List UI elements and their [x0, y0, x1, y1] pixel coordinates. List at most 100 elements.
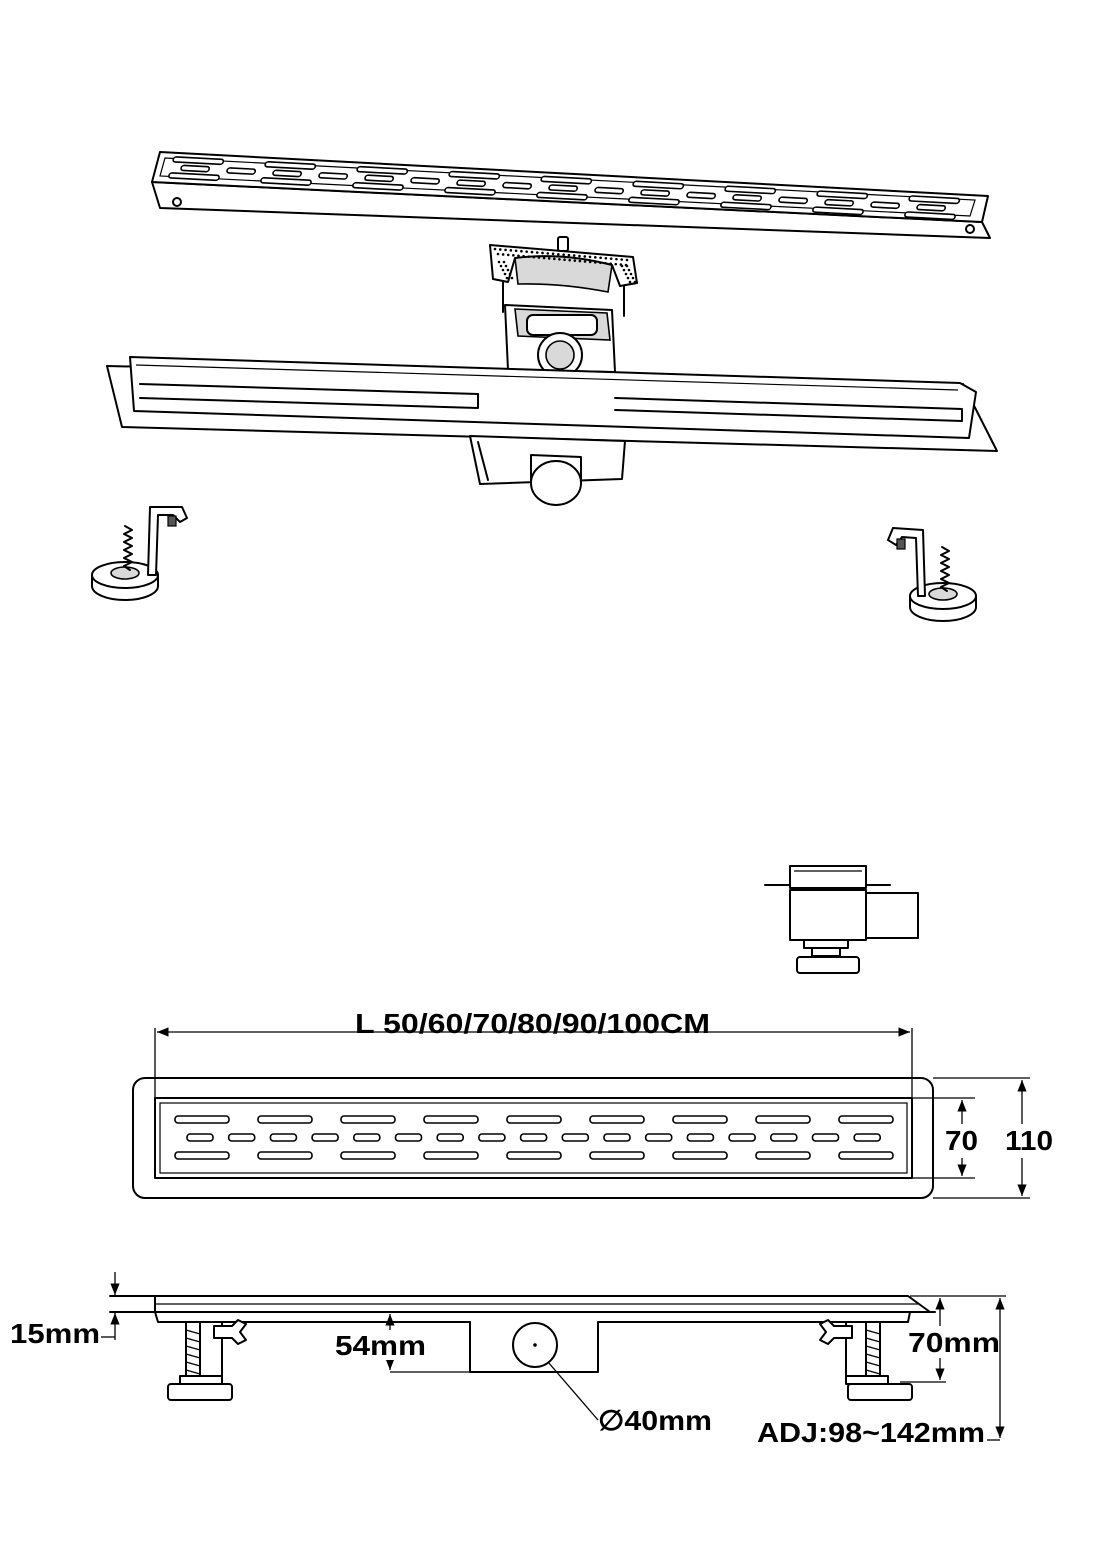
grate-profile	[789, 865, 867, 889]
grate-slot-long	[589, 1151, 645, 1160]
strainer-hole	[599, 256, 602, 260]
grate-slot-short	[186, 1133, 214, 1142]
grate-slot-short	[311, 1133, 339, 1142]
leg-collar	[179, 1375, 223, 1385]
grate-slot-short	[640, 189, 671, 197]
grate-slot-long	[174, 1151, 230, 1160]
outlet-center-mark	[533, 1343, 537, 1347]
strainer-hole	[633, 280, 637, 284]
outlet-height-label: 54mm	[335, 1330, 426, 1361]
grate-inner-border	[159, 1102, 908, 1174]
grate-slot-short	[519, 1133, 548, 1142]
strainer-hole	[493, 247, 497, 251]
strainer-hole	[572, 254, 576, 257]
outlet-diameter-label: ∅40mm	[598, 1405, 712, 1436]
body-height-label: 70mm	[908, 1327, 1000, 1358]
side-view-small	[764, 865, 919, 974]
strainer-hole	[508, 272, 512, 276]
grate-slot-long	[589, 1115, 645, 1124]
strainer-hole	[622, 268, 626, 272]
strainer-hole	[567, 253, 571, 257]
leg-screw	[865, 1321, 881, 1385]
leg-foot-base	[847, 1383, 913, 1401]
strainer-hole	[505, 276, 509, 280]
grate-slot-long	[816, 190, 869, 200]
grate-slot-long	[423, 1151, 479, 1160]
grate-slot-short	[686, 191, 717, 200]
grate-slot-short	[394, 1133, 423, 1142]
grate-slot-short	[318, 171, 349, 180]
leveling-foot-right	[887, 527, 977, 622]
outlet-housing-edge	[477, 441, 489, 481]
strainer-hole	[609, 262, 612, 265]
strainer-hole	[568, 258, 571, 262]
grate-slot-short	[870, 201, 901, 210]
grate-slot-long	[257, 1151, 313, 1160]
strainer-hole	[573, 259, 577, 262]
grate-slot-short	[269, 1133, 298, 1142]
strainer-hole	[506, 253, 510, 257]
strainer-hole	[626, 276, 630, 280]
foot-screw-thread	[123, 525, 133, 571]
top-view: L 50/60/70/80/90/100CM 70 110	[132, 1008, 1055, 1199]
strainer-hole	[501, 268, 505, 272]
grate-top-border	[159, 157, 976, 217]
strainer-hole	[535, 251, 539, 254]
grate-mounting-hole-left	[172, 197, 182, 207]
strainer-hole	[625, 264, 629, 268]
grate-slot-long	[444, 186, 496, 196]
outlet-diameter-leader	[547, 1361, 599, 1421]
grate-slot-short	[916, 203, 947, 212]
strainer-hole	[614, 262, 618, 266]
strainer-hole	[499, 264, 503, 268]
grate-slot-pattern	[174, 1115, 894, 1160]
strainer-hole	[562, 253, 565, 257]
strainer-hole	[558, 257, 561, 261]
strainer-hole	[551, 252, 555, 256]
grate-slot-short	[436, 1133, 465, 1142]
leg-screw-thread	[185, 1329, 201, 1375]
exploded-view	[91, 151, 998, 622]
grate-slot-short	[227, 1133, 256, 1142]
outlet-pipe-end	[530, 460, 582, 506]
side-elevation: 15mm 54mm 70mm ADJ:98~142mm ∅40mm	[10, 1272, 1006, 1448]
foot-collar-profile	[803, 939, 849, 949]
strainer-hole	[553, 257, 556, 261]
strainer-hole	[627, 268, 631, 272]
strainer-hole	[563, 258, 566, 262]
grate-slot-short	[561, 1133, 590, 1142]
grate-slot-long	[260, 177, 312, 187]
grate-slot-long	[720, 201, 772, 211]
grate-slot-long	[257, 1115, 313, 1124]
grate-slot-long	[632, 180, 685, 190]
channel-inner-floor-right	[614, 397, 963, 422]
grate-slot-short	[502, 181, 533, 190]
leg-screw-thread	[865, 1329, 881, 1375]
strainer-hole	[504, 248, 507, 252]
wing-nut	[213, 1319, 247, 1345]
strainer-hole	[604, 256, 608, 260]
strainer-hole	[546, 252, 550, 255]
strainer-hole	[583, 255, 587, 258]
grate-mounting-hole-right	[965, 224, 975, 234]
strainer-hole	[594, 256, 597, 259]
grate-slot-short	[410, 176, 441, 185]
strainer-hole	[503, 272, 507, 276]
strainer-hole	[512, 254, 515, 257]
strainer-hole	[578, 254, 581, 258]
channel-inner-rim	[135, 364, 959, 391]
grate-slot-long	[628, 196, 680, 206]
strainer-hole	[628, 280, 632, 284]
strainer-knob	[557, 236, 569, 252]
strainer-hole	[532, 255, 536, 259]
grate-slot-long	[352, 181, 404, 191]
grate-slot-short	[732, 193, 763, 202]
grate-slot-short	[603, 1133, 631, 1142]
grate-slot-long	[540, 175, 593, 185]
grate-slot-short	[594, 186, 625, 195]
grate-slot-short	[778, 196, 809, 205]
strainer-hole	[547, 257, 551, 260]
strainer-hole	[624, 272, 628, 276]
grate-slot-long	[724, 185, 777, 195]
